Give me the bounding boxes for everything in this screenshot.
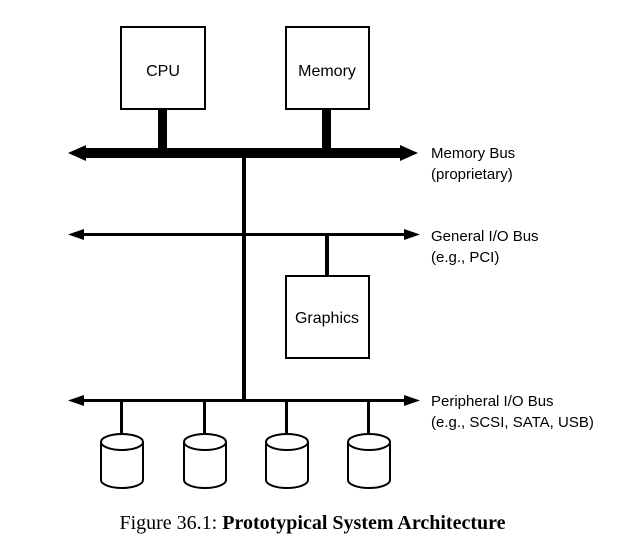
general-io-bus-note: (e.g., PCI)	[431, 249, 499, 266]
disk-connector	[203, 402, 206, 435]
caption-prefix: Figure 36.1:	[119, 512, 223, 534]
disk-connector	[285, 402, 288, 435]
memory-bus-note: (proprietary)	[431, 166, 513, 183]
memory-bus-right-arrow	[400, 145, 418, 161]
general-io-bus-right-arrow	[404, 229, 420, 240]
graphics-label: Graphics	[295, 310, 359, 327]
peripheral-io-bus	[68, 395, 420, 406]
disk-icon	[100, 433, 144, 489]
disk-icon	[265, 433, 309, 489]
memory-label: Memory	[298, 63, 356, 80]
memory-connector	[322, 109, 331, 151]
memory-bus-label: Memory Bus	[431, 145, 515, 162]
cpu-label: CPU	[146, 63, 180, 80]
figure-caption: Figure 36.1: Prototypical System Archite…	[0, 512, 625, 535]
general-io-bus	[68, 229, 420, 240]
disk-1	[100, 402, 144, 489]
caption-title: Prototypical System Architecture	[222, 512, 506, 534]
disk-4	[347, 402, 391, 489]
disk-icon	[183, 433, 227, 489]
peripheral-io-bus-left-arrow	[68, 395, 84, 406]
general-io-bus-label: General I/O Bus	[431, 228, 539, 245]
disk-2	[183, 402, 227, 489]
disk-connector	[120, 402, 123, 435]
memory-bus	[68, 145, 418, 161]
general-io-bus-left-arrow	[68, 229, 84, 240]
memory-box: Memory	[285, 26, 370, 110]
cpu-connector	[158, 109, 167, 151]
peripheral-io-bus-label: Peripheral I/O Bus	[431, 393, 554, 410]
memory-bus-left-arrow	[68, 145, 86, 161]
disk-icon	[347, 433, 391, 489]
peripheral-io-bus-right-arrow	[404, 395, 420, 406]
peripheral-io-bus-note: (e.g., SCSI, SATA, USB)	[431, 414, 594, 431]
disk-connector	[367, 402, 370, 435]
cpu-box: CPU	[120, 26, 206, 110]
disk-3	[265, 402, 309, 489]
graphics-box: Graphics	[285, 275, 370, 359]
graphics-connector	[325, 236, 329, 276]
bus-bridge-line	[242, 158, 246, 400]
